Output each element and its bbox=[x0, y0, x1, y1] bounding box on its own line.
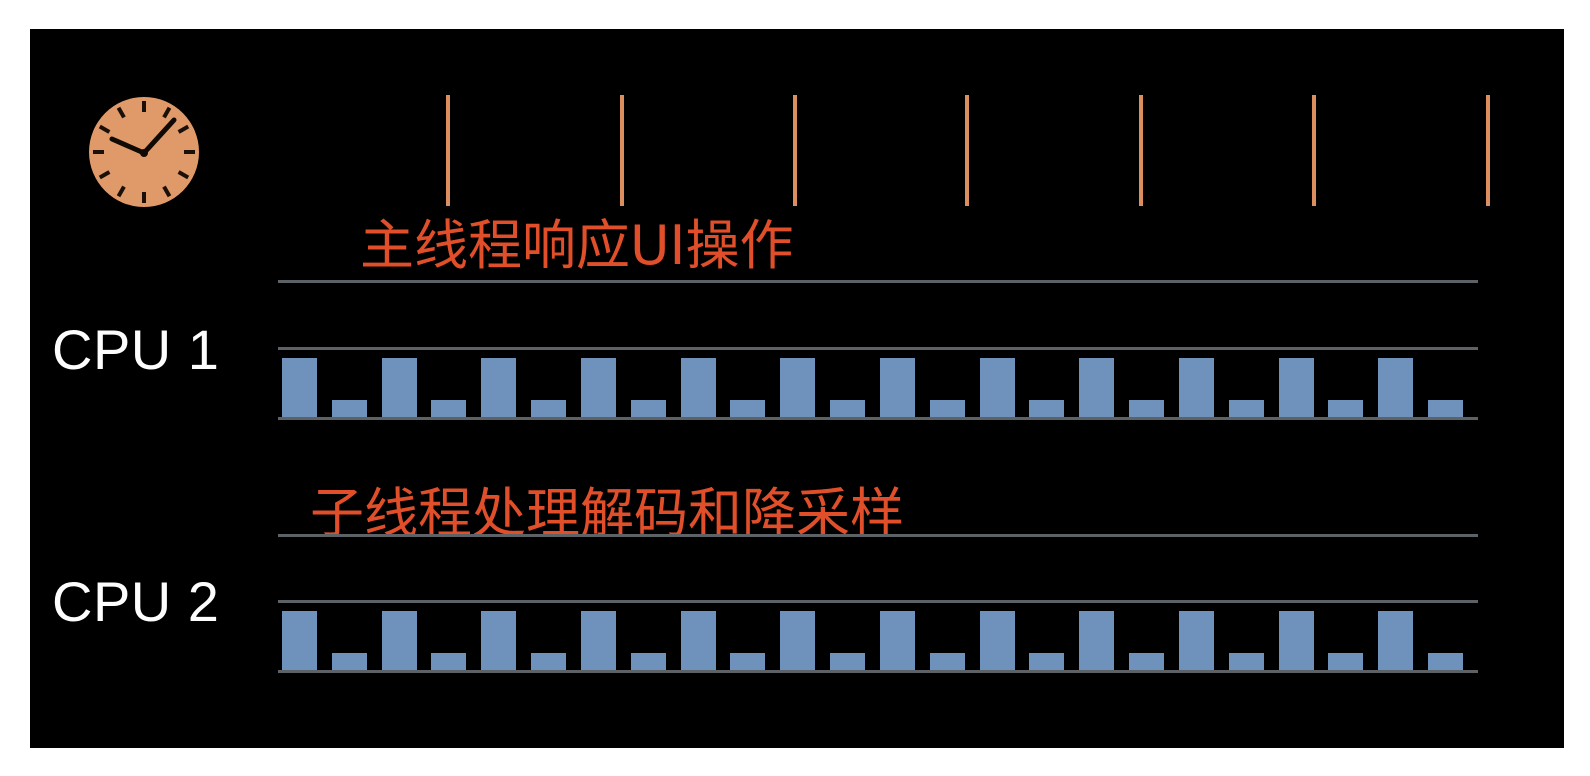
bar bbox=[879, 611, 915, 673]
bar bbox=[1029, 653, 1065, 673]
cpu2-bar-row bbox=[282, 603, 1478, 673]
bar bbox=[680, 611, 716, 673]
bar bbox=[1428, 653, 1464, 673]
timeline-tick bbox=[1486, 95, 1490, 206]
bar bbox=[929, 653, 965, 673]
cpu1-baseline bbox=[278, 417, 1478, 420]
bar bbox=[1178, 611, 1214, 673]
bar bbox=[1029, 400, 1065, 420]
bar bbox=[730, 653, 766, 673]
bar bbox=[381, 611, 417, 673]
bar bbox=[580, 358, 616, 420]
bar bbox=[830, 653, 866, 673]
cpu2-label: CPU 2 bbox=[52, 570, 220, 633]
bar bbox=[1228, 653, 1264, 673]
bar bbox=[630, 653, 666, 673]
timeline-tick bbox=[446, 95, 450, 206]
bar bbox=[481, 358, 517, 420]
bar bbox=[780, 611, 816, 673]
bar bbox=[1079, 611, 1115, 673]
bar bbox=[879, 358, 915, 420]
bar bbox=[1278, 358, 1314, 420]
cpu2-baseline bbox=[278, 670, 1478, 673]
bar bbox=[1079, 358, 1115, 420]
bar bbox=[331, 400, 367, 420]
timeline-tick bbox=[793, 95, 797, 206]
bar bbox=[531, 400, 567, 420]
bar bbox=[381, 358, 417, 420]
annotation-worker-thread: 子线程处理解码和降采样 bbox=[310, 482, 904, 545]
bar bbox=[1378, 358, 1414, 420]
clock-icon bbox=[87, 95, 201, 209]
bar bbox=[1328, 400, 1364, 420]
bar bbox=[1328, 653, 1364, 673]
bar bbox=[1428, 400, 1464, 420]
annotation-main-thread: 主线程响应UI操作 bbox=[360, 214, 794, 277]
bar bbox=[431, 400, 467, 420]
bar bbox=[1228, 400, 1264, 420]
bar bbox=[1129, 653, 1165, 673]
bar bbox=[481, 611, 517, 673]
bar bbox=[830, 400, 866, 420]
bar bbox=[1129, 400, 1165, 420]
timeline-tick bbox=[965, 95, 969, 206]
cpu2-upper-rule bbox=[278, 534, 1478, 537]
bar bbox=[580, 611, 616, 673]
bar bbox=[1178, 358, 1214, 420]
bar bbox=[1278, 611, 1314, 673]
bar bbox=[1378, 611, 1414, 673]
timeline-tick bbox=[620, 95, 624, 206]
bar bbox=[431, 653, 467, 673]
bar bbox=[630, 400, 666, 420]
bar bbox=[282, 358, 317, 420]
diagram-panel: 主线程响应UI操作 CPU 1 子线程处理解码和降采样 CPU 2 bbox=[30, 29, 1564, 748]
cpu1-label: CPU 1 bbox=[52, 318, 220, 381]
bar bbox=[331, 653, 367, 673]
bar bbox=[282, 611, 317, 673]
cpu1-lower-rule bbox=[278, 347, 1478, 350]
bar bbox=[680, 358, 716, 420]
bar bbox=[531, 653, 567, 673]
timeline-tick bbox=[1312, 95, 1316, 206]
cpu1-upper-rule bbox=[278, 280, 1478, 283]
timeline-tick bbox=[1139, 95, 1143, 206]
bar bbox=[730, 400, 766, 420]
bar bbox=[929, 400, 965, 420]
bar bbox=[780, 358, 816, 420]
cpu2-lower-rule bbox=[278, 600, 1478, 603]
bar bbox=[979, 358, 1015, 420]
cpu1-bar-row bbox=[282, 350, 1478, 420]
bar bbox=[979, 611, 1015, 673]
